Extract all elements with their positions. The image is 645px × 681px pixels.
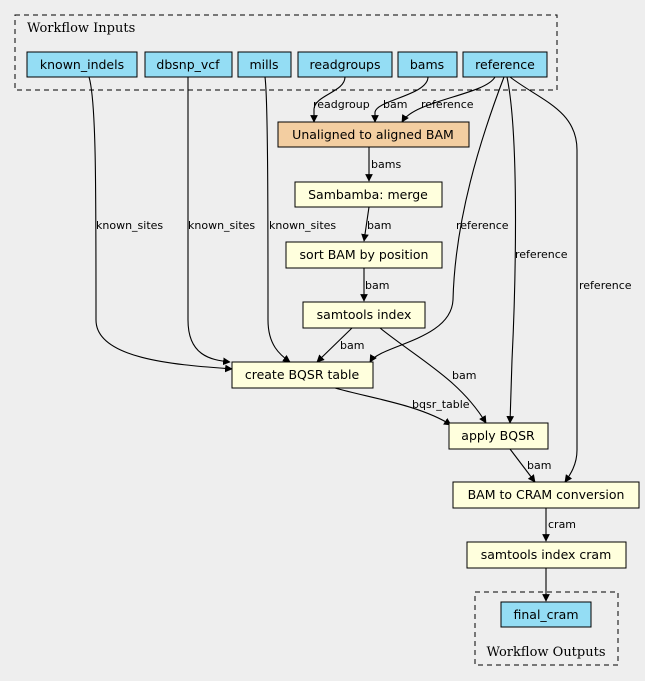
- edges: [88, 76, 578, 602]
- edge-label-reference-cram: reference: [579, 279, 632, 292]
- edge-label-bqsr-table: bqsr_table: [412, 398, 470, 411]
- input-nodes: known_indels dbsnp_vcf mills readgroups …: [26, 51, 548, 78]
- edge-mills-bqsr: [264, 76, 291, 363]
- node-known-indels-label: known_indels: [40, 57, 124, 72]
- node-sort-label: sort BAM by position: [300, 247, 429, 262]
- edge-bams-align: [371, 76, 429, 123]
- node-index-label: samtools index: [317, 307, 412, 322]
- node-to-cram-label: BAM to CRAM conversion: [468, 487, 625, 502]
- edge-readgroups-align: [310, 76, 346, 123]
- node-to-cram[interactable]: BAM to CRAM conversion: [452, 481, 640, 509]
- node-mills[interactable]: mills: [237, 51, 292, 78]
- output-nodes: final_cram: [500, 601, 592, 628]
- node-bqsr-table-label: create BQSR table: [245, 367, 360, 382]
- outputs-cluster-label: Workflow Outputs: [487, 645, 606, 660]
- node-merge-label: Sambamba: merge: [308, 187, 428, 202]
- edge-label-bam-merge: bam: [367, 219, 391, 232]
- edge-label-reference-align: reference: [421, 98, 474, 111]
- inputs-cluster-label: Workflow Inputs: [27, 21, 135, 36]
- edge-label-bam-sort: bam: [365, 279, 389, 292]
- edge-reference-align: [401, 76, 496, 123]
- node-final-cram-label: final_cram: [513, 607, 578, 622]
- node-reference-label: reference: [475, 57, 535, 72]
- edge-label-readgroup: readgroup: [313, 98, 370, 111]
- node-bams[interactable]: bams: [397, 51, 458, 78]
- edge-apply-cram: [509, 448, 536, 483]
- edge-dbsnp-bqsr: [187, 77, 231, 366]
- edge-reference-cram: [509, 76, 578, 483]
- node-index-cram[interactable]: samtools index cram: [466, 541, 627, 569]
- edge-label-bam-index-bqsr: bam: [340, 339, 364, 352]
- edge-label-known-sites-mills: known_sites: [269, 219, 336, 232]
- node-final-cram[interactable]: final_cram: [500, 601, 592, 628]
- edge-label-known-sites-indels: known_sites: [96, 219, 163, 232]
- node-known-indels[interactable]: known_indels: [26, 51, 138, 78]
- inputs-cluster: Workflow Inputs: [14, 14, 558, 91]
- edge-label-bams: bams: [371, 158, 401, 171]
- edge-index-bqsr: [316, 327, 353, 363]
- edge-index-apply: [379, 327, 487, 424]
- edge-known-indels-bqsr: [88, 76, 233, 373]
- edge-label-bam-index-apply: bam: [452, 369, 476, 382]
- node-apply-bqsr-label: apply BQSR: [461, 428, 535, 443]
- step-nodes: Unaligned to aligned BAM Sambamba: merge…: [231, 121, 640, 569]
- edge-labels: readgroup bam reference bams bam bam bam…: [96, 98, 632, 531]
- node-index[interactable]: samtools index: [302, 301, 426, 329]
- edge-label-bam-in: bam: [383, 98, 407, 111]
- node-dbsnp-vcf[interactable]: dbsnp_vcf: [144, 51, 233, 78]
- edge-reference-bqsr: [369, 76, 505, 363]
- edge-label-reference-apply: reference: [515, 248, 568, 261]
- edge-label-cram: cram: [548, 518, 576, 531]
- node-index-cram-label: samtools index cram: [481, 547, 612, 562]
- edge-label-known-sites-dbsnp: known_sites: [188, 219, 255, 232]
- edge-bqsr-apply: [334, 387, 452, 426]
- node-dbsnp-vcf-label: dbsnp_vcf: [156, 57, 220, 72]
- node-bqsr-table[interactable]: create BQSR table: [231, 361, 374, 389]
- node-sort[interactable]: sort BAM by position: [285, 241, 443, 269]
- outputs-cluster: Workflow Outputs: [474, 591, 619, 666]
- node-readgroups[interactable]: readgroups: [297, 51, 393, 78]
- node-bams-label: bams: [410, 57, 444, 72]
- edge-reference-apply: [506, 76, 517, 424]
- edge-merge-sort: [361, 206, 370, 242]
- edge-label-reference-bqsr: reference: [456, 219, 509, 232]
- edge-label-bam-apply: bam: [527, 459, 551, 472]
- node-mills-label: mills: [249, 57, 278, 72]
- node-reference[interactable]: reference: [462, 51, 548, 78]
- node-apply-bqsr[interactable]: apply BQSR: [448, 422, 549, 450]
- node-readgroups-label: readgroups: [310, 57, 381, 72]
- node-merge[interactable]: Sambamba: merge: [294, 181, 443, 208]
- node-align[interactable]: Unaligned to aligned BAM: [277, 121, 470, 148]
- node-align-label: Unaligned to aligned BAM: [292, 127, 454, 142]
